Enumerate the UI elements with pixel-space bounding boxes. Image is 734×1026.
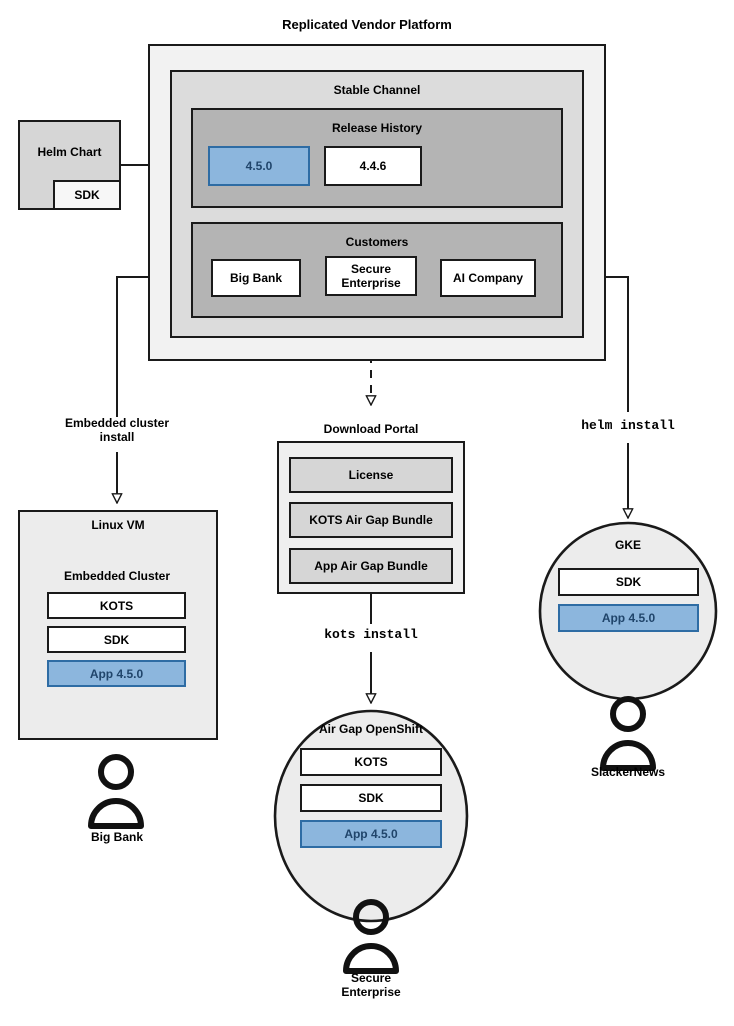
edge-label-kots-install: kots install [324,627,418,642]
person-icon [600,696,656,771]
release-4-5-0[interactable]: 4.5.0 [208,146,310,186]
customer-big-bank[interactable]: Big Bank [211,259,301,297]
page-title: Replicated Vendor Platform [282,17,452,32]
edge-label-embedded-cluster-install: Embedded cluster install [64,416,170,444]
edge-label-helm-install: helm install [581,418,675,433]
actor-label-big-bank: Big Bank [90,830,143,844]
helm-chart-label: Helm Chart [37,145,102,159]
embedded-cluster-component-sdk[interactable]: SDK [47,626,186,653]
gke-component-sdk[interactable]: SDK [558,568,699,596]
openshift-circle [273,709,469,923]
actor-label-secure-enterprise: Secure Enterprise [341,971,401,999]
helm-chart-sdk-box[interactable]: SDK [53,180,121,210]
person-icon [88,754,144,829]
actor-label-slackernews: SlackerNews [590,765,666,779]
linux-vm-box [18,510,218,740]
gke-component-app[interactable]: App 4.5.0 [558,604,699,632]
customer-ai-company[interactable]: AI Company [440,259,536,297]
openshift-component-kots[interactable]: KOTS [300,748,442,776]
download-item-kots-air-gap-bundle[interactable]: KOTS Air Gap Bundle [289,502,453,538]
download-item-license[interactable]: License [289,457,453,493]
person-icon [343,899,399,974]
embedded-cluster-component-app[interactable]: App 4.5.0 [47,660,186,687]
openshift-component-sdk[interactable]: SDK [300,784,442,812]
customers-title: Customers [345,235,409,249]
customer-secure-enterprise[interactable]: Secure Enterprise [325,256,417,296]
openshift-title: Air Gap OpenShift [318,722,423,736]
release-history-title: Release History [331,121,423,135]
openshift-component-app[interactable]: App 4.5.0 [300,820,442,848]
download-portal-title: Download Portal [323,422,419,436]
embedded-cluster-title: Embedded Cluster [63,569,171,583]
embedded-cluster-component-kots[interactable]: KOTS [47,592,186,619]
download-item-app-air-gap-bundle[interactable]: App Air Gap Bundle [289,548,453,584]
stable-channel-title: Stable Channel [333,83,421,97]
release-4-4-6[interactable]: 4.4.6 [324,146,422,186]
linux-vm-title: Linux VM [91,518,145,532]
gke-title: GKE [614,538,641,552]
